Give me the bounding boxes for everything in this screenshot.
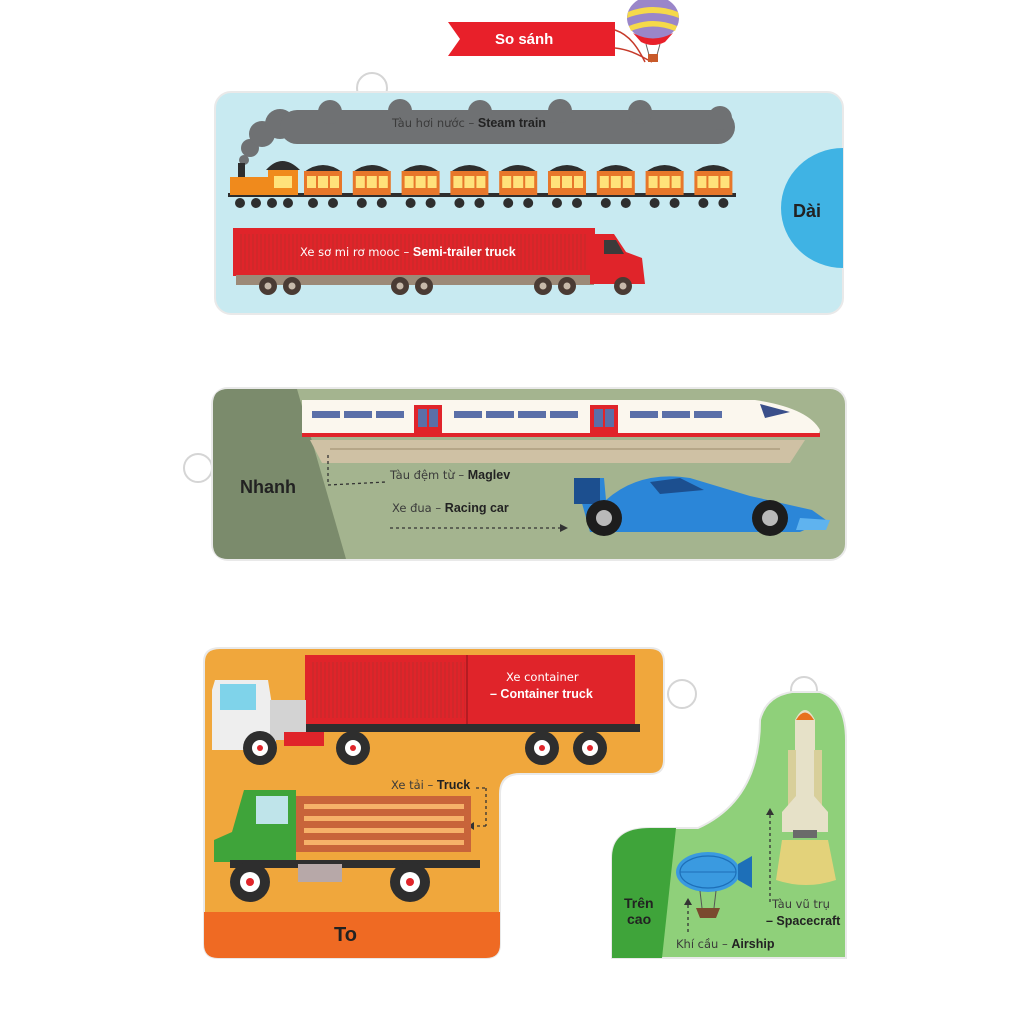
category-high-label-2: cao (627, 911, 652, 927)
train-wagons (304, 165, 733, 208)
semi-trailer-label-vi: Xe sơ mi rơ mooc – (300, 245, 413, 259)
steam-train-label-vi: Tàu hơi nước – (392, 116, 478, 130)
racing-car (390, 476, 830, 536)
maglev-label: Tàu đệm từ – Maglev (390, 468, 510, 482)
spacecraft-label-en: – Spacecraft (766, 914, 840, 928)
container-truck-label-en: – Container truck (490, 687, 593, 701)
maglev-label-en: Maglev (467, 468, 511, 482)
train-wagon (548, 165, 586, 208)
train-wagon (499, 165, 538, 208)
truck-label: Xe tải – Truck (391, 778, 470, 792)
racing-car-label: Xe đua – Racing car (392, 501, 509, 515)
maglev-train (302, 400, 820, 486)
semi-trailer-truck (233, 228, 645, 295)
title-banner (448, 22, 653, 63)
steam-smoke (239, 99, 735, 165)
steam-train-label-en: Steam train (477, 116, 546, 130)
train-wagon (401, 165, 440, 208)
category-big-label: To (334, 924, 357, 946)
semi-trailer-label-en: Semi-trailer truck (412, 245, 516, 259)
truck (214, 787, 487, 902)
container-truck-label-vi: Xe container (506, 670, 579, 684)
locomotive (230, 161, 300, 208)
hot-air-balloon-icon (627, 0, 679, 62)
truck-label-vi: Xe tải – (391, 778, 437, 792)
train-wagon (596, 165, 635, 208)
airship-label-en: Airship (731, 937, 775, 951)
category-tab-high (612, 828, 676, 958)
semi-trailer-label: Xe sơ mi rơ mooc – Semi-trailer truck (300, 245, 516, 259)
category-fast-label: Nhanh (240, 477, 296, 497)
category-tab-long (781, 148, 843, 268)
spacecraft-label-vi: Tàu vũ trụ (772, 897, 830, 911)
train-wagon (304, 165, 342, 208)
card-high (611, 676, 847, 959)
train-wagon (352, 165, 391, 208)
category-long-label: Dài (793, 201, 822, 221)
truck-label-en: Truck (436, 778, 471, 792)
racing-car-label-vi: Xe đua – (392, 501, 445, 515)
train-wagon (694, 165, 733, 208)
container-truck (212, 655, 640, 765)
racing-car-label-en: Racing car (444, 501, 509, 515)
spacecraft-label-en-text: – Spacecraft (766, 914, 841, 928)
banner-title: So sánh (495, 31, 554, 48)
category-tab-fast (213, 389, 346, 559)
steam-train-label: Tàu hơi nước – Steam train (392, 116, 546, 130)
train-wagon (450, 165, 489, 208)
airship-label-vi: Khí cầu – (676, 937, 732, 951)
steam-train (228, 161, 736, 208)
train-wagon (645, 165, 684, 208)
container-truck-label-en-text: – Container truck (490, 687, 593, 701)
spacecraft (766, 710, 836, 902)
maglev-label-vi: Tàu đệm từ – (390, 468, 468, 482)
airship-label: Khí cầu – Airship (676, 937, 774, 951)
airship (676, 852, 752, 935)
category-high-label-1: Trên (624, 895, 654, 911)
category-tab-big (204, 912, 500, 958)
